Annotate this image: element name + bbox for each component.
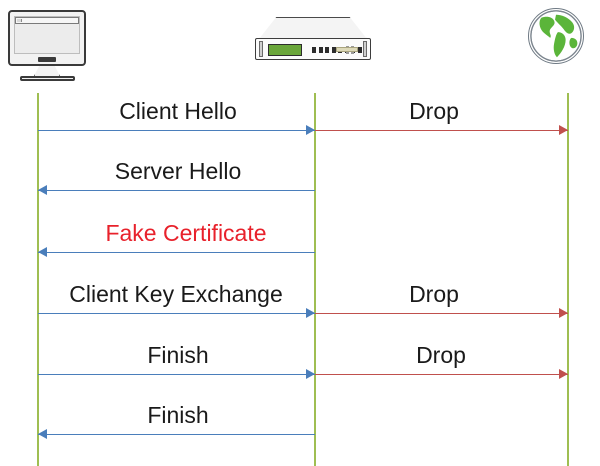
server-rack-top-panel [259, 17, 367, 39]
server-lcd-display-icon [268, 44, 302, 56]
message-arrow [38, 374, 315, 375]
message-arrowhead [306, 125, 315, 135]
server-nameplate [336, 47, 358, 52]
lifeline-internet [567, 93, 569, 466]
message-arrowhead [306, 369, 315, 379]
message-label: Client Hello [119, 98, 237, 124]
message-label: Server Hello [114, 158, 242, 184]
lifeline-server [314, 93, 316, 466]
globe-icon [528, 8, 584, 64]
server-rack-ear-left [259, 41, 263, 57]
server-rack-icon [255, 38, 371, 60]
message-arrow [38, 130, 315, 131]
message-label: Finish [147, 402, 209, 428]
message-label: Drop [409, 98, 459, 124]
message-arrow [315, 130, 568, 131]
lifeline-client [37, 93, 39, 466]
message-arrow [38, 190, 315, 191]
monitor-stand-base [20, 76, 75, 81]
message-arrow [38, 434, 315, 435]
message-label: Drop [416, 342, 466, 368]
monitor-power-button [38, 57, 56, 62]
message-label: Fake Certificate [105, 220, 267, 246]
monitor-titlebar [15, 17, 79, 24]
monitor-icon [8, 10, 86, 66]
message-arrow [315, 374, 568, 375]
message-arrowhead [38, 429, 47, 439]
message-arrowhead [306, 308, 315, 318]
message-label: Client Key Exchange [69, 281, 283, 307]
message-arrowhead [559, 125, 568, 135]
message-arrow [38, 313, 315, 314]
message-arrow [315, 313, 568, 314]
message-arrowhead [38, 247, 47, 257]
message-arrow [38, 252, 315, 253]
message-label: Drop [409, 281, 459, 307]
message-arrowhead [38, 185, 47, 195]
message-label: Finish [147, 342, 209, 368]
message-arrowhead [559, 308, 568, 318]
message-arrowhead [559, 369, 568, 379]
server-rack-ear-right [363, 41, 367, 57]
